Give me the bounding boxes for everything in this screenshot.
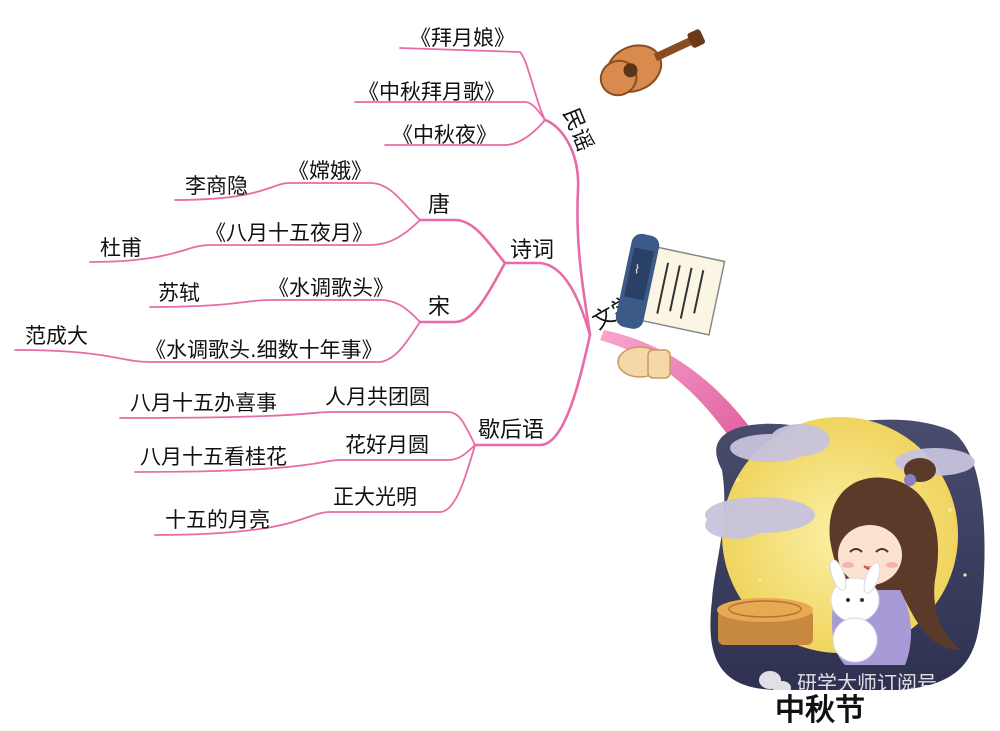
xiehouyu-riddle: 十五的月亮	[165, 508, 270, 532]
scroll-book-icon: ⌇	[615, 233, 726, 336]
mooncake-icon	[717, 598, 813, 645]
trunk-edge	[600, 330, 752, 445]
poem-title: 《水调歌头》	[268, 276, 394, 300]
root-title: 中秋节	[775, 693, 865, 728]
xiehouyu-riddle: 八月十五办喜事	[130, 391, 277, 415]
poetry-group: 诗词 唐 宋 《嫦娥》 李商隐 《八月十五夜月》 杜甫 《水调歌头》 苏轼 《水…	[25, 159, 554, 362]
poem-author: 杜甫	[100, 236, 142, 260]
watermark: 研学大师订阅号	[759, 671, 937, 695]
watermark-text: 研学大师订阅号	[797, 671, 937, 695]
folk-song-item: 《中秋夜》	[392, 123, 497, 147]
edges	[14, 47, 592, 536]
folk-song-item: 《拜月娘》	[410, 26, 515, 50]
song-label: 宋	[428, 295, 450, 320]
xiehouyu-answer: 人月共团圆	[325, 385, 430, 409]
poem-author: 李商隐	[185, 174, 248, 198]
poem-author: 范成大	[25, 324, 88, 348]
tang-label: 唐	[428, 193, 450, 218]
moon-girl-rabbit-illustration	[705, 417, 985, 690]
xiehouyu-group: 歇后语 人月共团圆 八月十五办喜事 花好月圆 八月十五看桂花 正大光明 十五的月…	[130, 385, 544, 532]
folk-song-item: 《中秋拜月歌》	[358, 80, 505, 104]
poem-author: 苏轼	[158, 281, 200, 305]
svg-text:⌇: ⌇	[633, 262, 642, 277]
folk-songs-group: 民谣 《拜月娘》 《中秋拜月歌》 《中秋夜》	[358, 26, 597, 155]
xiehouyu-answer: 花好月圆	[345, 433, 429, 457]
poem-title: 《水调歌头.细数十年事》	[145, 338, 383, 362]
wechat-icon	[759, 671, 791, 695]
guitar-icon	[599, 29, 705, 97]
xiehouyu-riddle: 八月十五看桂花	[140, 445, 287, 469]
xiehouyu-answer: 正大光明	[333, 485, 417, 509]
hand-icon	[617, 346, 671, 379]
poem-title: 《嫦娥》	[288, 159, 372, 183]
poem-title: 《八月十五夜月》	[205, 221, 373, 245]
xiehouyu-label: 歇后语	[478, 418, 544, 443]
poetry-label: 诗词	[510, 238, 554, 263]
folk-songs-label: 民谣	[557, 105, 597, 155]
